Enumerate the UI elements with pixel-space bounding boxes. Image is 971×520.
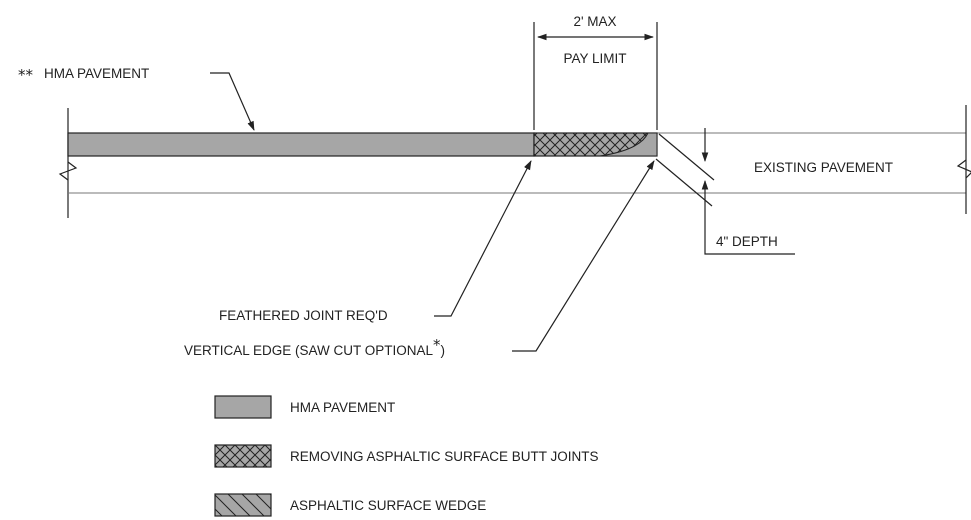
hma-pavement-callout: ** HMA PAVEMENT bbox=[18, 66, 255, 131]
legend-label: REMOVING ASPHALTIC SURFACE BUTT JOINTS bbox=[290, 449, 599, 464]
butt-joint-removal-area bbox=[533, 132, 658, 157]
diagonal-hatch-swatch bbox=[214, 493, 272, 517]
hma-callout-stars: ** bbox=[18, 66, 34, 84]
saw-cut-lines bbox=[655, 133, 715, 207]
left-edge-break bbox=[58, 108, 657, 218]
solid-gray-swatch bbox=[214, 395, 272, 419]
pay-limit-label: PAY LIMIT bbox=[563, 51, 626, 66]
feathered-joint-label: FEATHERED JOINT REQ'D bbox=[219, 308, 388, 323]
depth-label: 4" DEPTH bbox=[716, 234, 778, 249]
hma-callout-label: HMA PAVEMENT bbox=[44, 66, 149, 81]
legend-label: ASPHALTIC SURFACE WEDGE bbox=[290, 498, 486, 513]
legend-label: HMA PAVEMENT bbox=[290, 400, 395, 415]
legend-item-hma-pavement: HMA PAVEMENT bbox=[214, 395, 395, 419]
depth-dimension: 4" DEPTH bbox=[701, 128, 795, 255]
existing-pavement-label: EXISTING PAVEMENT bbox=[754, 160, 893, 175]
vertical-edge-callout: VERTICAL EDGE (SAW CUT OPTIONAL*) bbox=[184, 160, 655, 358]
vertical-edge-label: VERTICAL EDGE (SAW CUT OPTIONAL*) bbox=[184, 336, 445, 358]
hma-pavement-layer bbox=[67, 132, 535, 157]
feathered-joint-callout: FEATHERED JOINT REQ'D bbox=[219, 160, 532, 323]
existing-pavement bbox=[657, 105, 971, 214]
legend-item-surface-wedge: ASPHALTIC SURFACE WEDGE bbox=[214, 493, 486, 517]
pay-limit-dimension: 2' MAX PAY LIMIT bbox=[533, 14, 658, 130]
legend-item-butt-joints: REMOVING ASPHALTIC SURFACE BUTT JOINTS bbox=[214, 444, 599, 468]
max-width-label: 2' MAX bbox=[573, 14, 616, 29]
crosshatch-swatch bbox=[214, 444, 272, 468]
legend: HMA PAVEMENT REMOVING ASPHALTIC SURFACE … bbox=[214, 395, 599, 517]
